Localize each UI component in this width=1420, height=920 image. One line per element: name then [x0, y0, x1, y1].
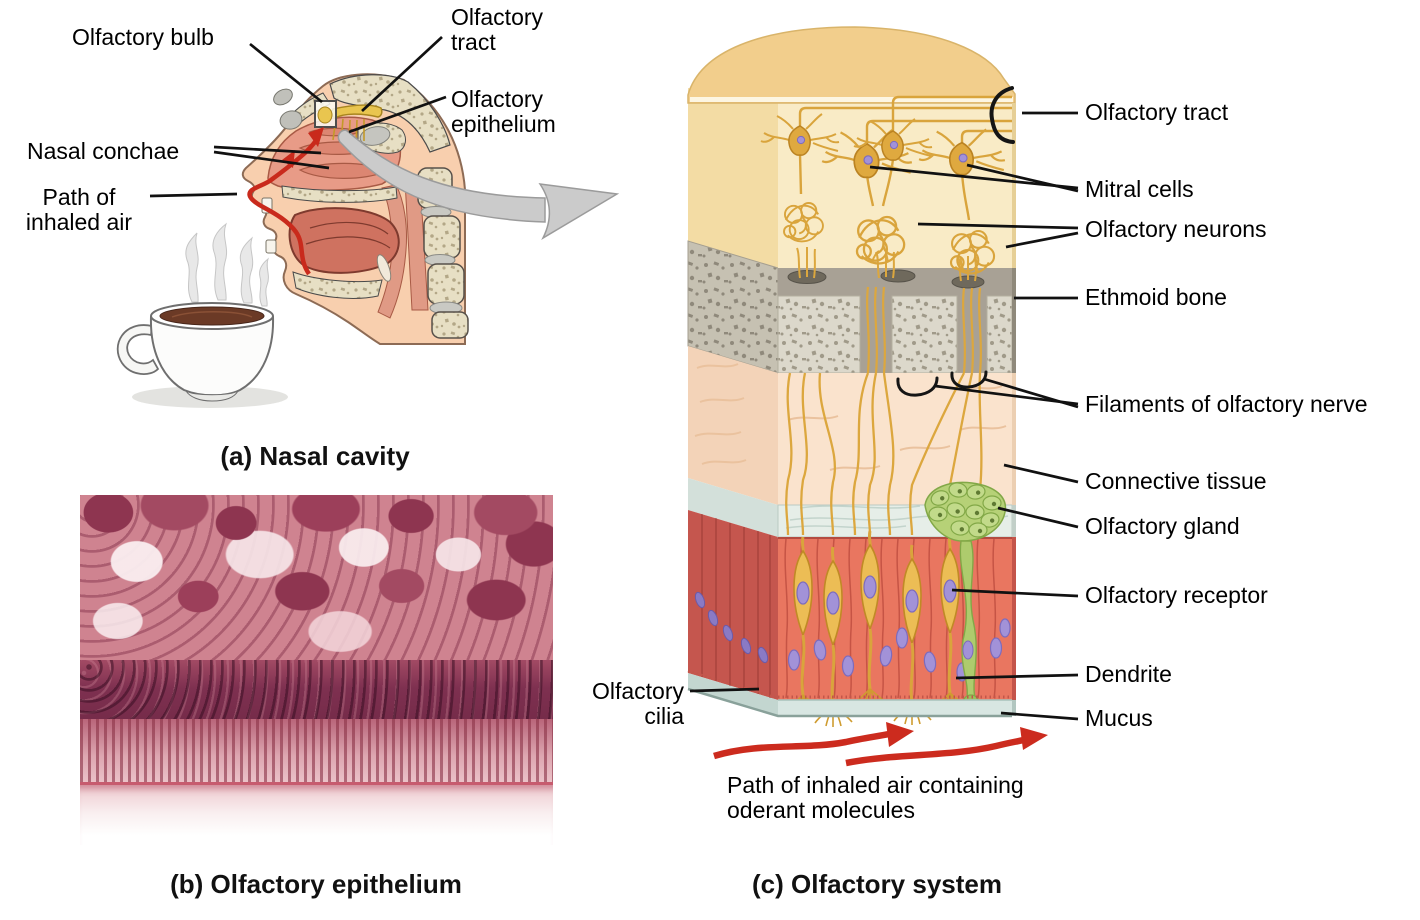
label-path-of-inhaled-air: Path of inhaled air [25, 184, 133, 236]
nerve-fibers-bone-channels [866, 286, 982, 374]
label-connective-tissue: Connective tissue [1085, 468, 1267, 494]
bulb-front-face [778, 103, 1012, 268]
olfactory-nerve-fibers [785, 372, 983, 536]
jaw-bone [292, 271, 383, 299]
mucus-side-face [688, 673, 778, 716]
epithelium-side-nuclei [694, 591, 769, 664]
frontal-sinus-2 [279, 110, 303, 130]
head-sagittal-illustration [241, 73, 469, 345]
label-ethmoid-bone: Ethmoid bone [1085, 284, 1227, 310]
epiglottis [376, 254, 392, 282]
epithelium-side-lines [701, 514, 771, 698]
epithelium-nuclei [787, 618, 1011, 682]
cup-foot [185, 390, 239, 402]
block-bottom-edge [687, 687, 1012, 718]
label-filaments-of-olfactory-nerve: Filaments of olfactory nerve [1085, 391, 1368, 417]
frontal-sinus [273, 88, 293, 106]
label-dendrite: Dendrite [1085, 661, 1172, 687]
label-olfactory-bulb: Olfactory bulb [72, 24, 214, 50]
caption-panel-c: (c) Olfactory system [752, 869, 1002, 899]
cup-handle [116, 324, 160, 375]
mitral-axon-links [798, 95, 1012, 221]
caption-panel-a: (a) Nasal cavity [220, 441, 410, 471]
histology-basal-zone [80, 782, 553, 845]
olfactory-system-block [687, 26, 1016, 729]
label-mucus: Mucus [1085, 705, 1153, 731]
hard-palate [281, 185, 398, 203]
label-olfactory-epithelium-a: Olfactory epithelium [451, 86, 556, 138]
label-olfactory-neurons: Olfactory neurons [1085, 216, 1267, 242]
sphenoid-sinus [359, 126, 391, 146]
ethmoid-front-blocks [777, 295, 1013, 374]
pointer-lines-panel-a [149, 36, 447, 198]
label-air-path-c: Path of inhaled air containing oderant m… [727, 772, 1024, 824]
epithelium-top-side [688, 478, 778, 537]
histology-cilia-band [80, 719, 553, 786]
pointer-lines-panel-c [689, 111, 1079, 721]
coffee-surface [159, 306, 265, 326]
label-mitral-cells: Mitral cells [1085, 176, 1194, 202]
block-right-edge [1012, 103, 1016, 716]
connective-squiggles [694, 363, 1007, 471]
olfactory-gland [924, 480, 1007, 542]
mucus-front-face [778, 700, 1012, 716]
coffee-swirl [171, 311, 253, 318]
connective-side-face [688, 346, 778, 505]
histology-nuclei-band [80, 659, 553, 723]
histology-tissue-top [80, 495, 553, 670]
label-nasal-conchae: Nasal conchae [27, 138, 180, 164]
steam [185, 222, 270, 307]
coffee-cup [116, 222, 288, 408]
histology-image [80, 495, 553, 845]
label-olfactory-cilia: Olfactory cilia [591, 678, 684, 730]
tongue-lines [305, 221, 391, 249]
olfactory-bulb-shape [317, 106, 333, 124]
tract-bracket-hook [989, 86, 1015, 144]
label-olfactory-receptor: Olfactory receptor [1085, 582, 1268, 608]
bulb-side-face [688, 88, 778, 268]
label-olfactory-tract-a: Olfactory tract [451, 4, 544, 56]
epithelium-side-face [688, 510, 778, 700]
bulb-dome [687, 26, 1016, 104]
tongue [288, 207, 400, 274]
air-flow-arrows [713, 722, 1048, 767]
label-olfactory-gland: Olfactory gland [1085, 513, 1240, 539]
caption-panel-b: (b) Olfactory epithelium [170, 869, 462, 899]
label-olfactory-tract-c: Olfactory tract [1085, 99, 1229, 125]
magnify-arrow [337, 129, 620, 240]
